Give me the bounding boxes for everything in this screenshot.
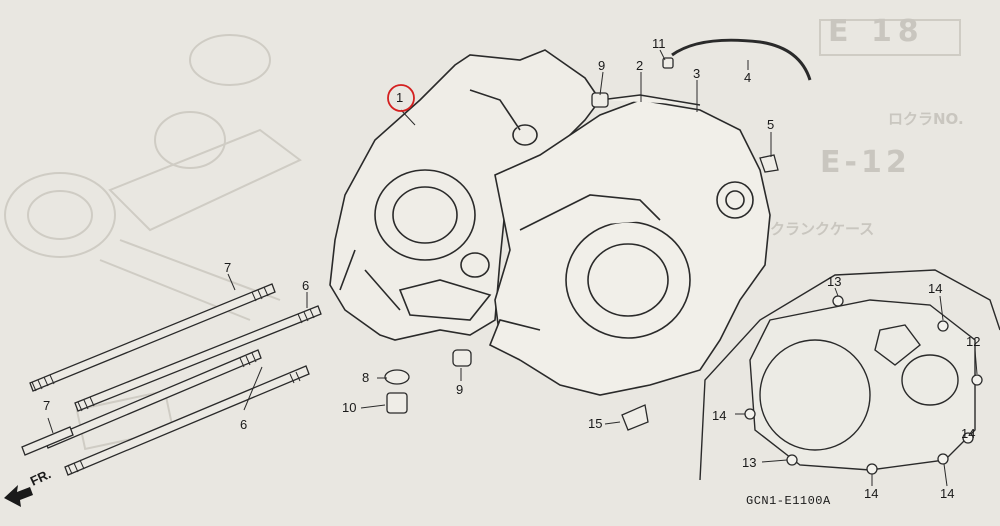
- callout-1: 1: [396, 90, 404, 105]
- highlight-circle: [387, 84, 415, 112]
- callout-13a: 13: [827, 274, 842, 289]
- right-crankcase: [488, 94, 771, 396]
- left-crankcase: [329, 49, 601, 341]
- callout-14d: 14: [864, 486, 879, 501]
- small-parts: [384, 38, 812, 431]
- ghost-jp-text-2: クランクケース: [770, 220, 875, 238]
- diagram-code: GCN1-E1100A: [746, 494, 831, 508]
- ghost-section-label: E 18: [828, 14, 925, 49]
- callout-14c: 14: [961, 426, 976, 441]
- cover-gasket-inset: [699, 269, 1000, 481]
- callout-14e: 14: [940, 486, 955, 501]
- callout-10: 10: [342, 400, 357, 415]
- leader-lines: [47, 49, 978, 487]
- callout-3: 3: [693, 66, 701, 81]
- callout-7b: 7: [43, 398, 51, 413]
- callout-9b: 9: [456, 382, 464, 397]
- ghost-jp-text-1: ロクラNO.: [888, 110, 964, 128]
- front-direction-arrow: [4, 485, 33, 507]
- stud-bolts: [21, 283, 322, 476]
- callout-11: 11: [652, 36, 666, 51]
- callout-8: 8: [362, 370, 370, 385]
- ghost-section-label-2: E-12: [820, 145, 911, 180]
- stud-threads: [31, 286, 315, 475]
- callout-2: 2: [636, 58, 644, 73]
- callout-5: 5: [767, 117, 775, 132]
- callout-6b: 6: [240, 417, 248, 432]
- callout-13b: 13: [742, 455, 757, 470]
- callout-9a: 9: [598, 58, 606, 73]
- callout-4: 4: [744, 70, 752, 85]
- gasket-bolt-holes: [744, 295, 983, 475]
- callout-7a: 7: [224, 260, 232, 275]
- callout-15: 15: [588, 416, 603, 431]
- callout-12: 12: [966, 334, 981, 349]
- callout-6a: 6: [302, 278, 310, 293]
- callout-14b: 14: [712, 408, 727, 423]
- callout-14a: 14: [928, 281, 943, 296]
